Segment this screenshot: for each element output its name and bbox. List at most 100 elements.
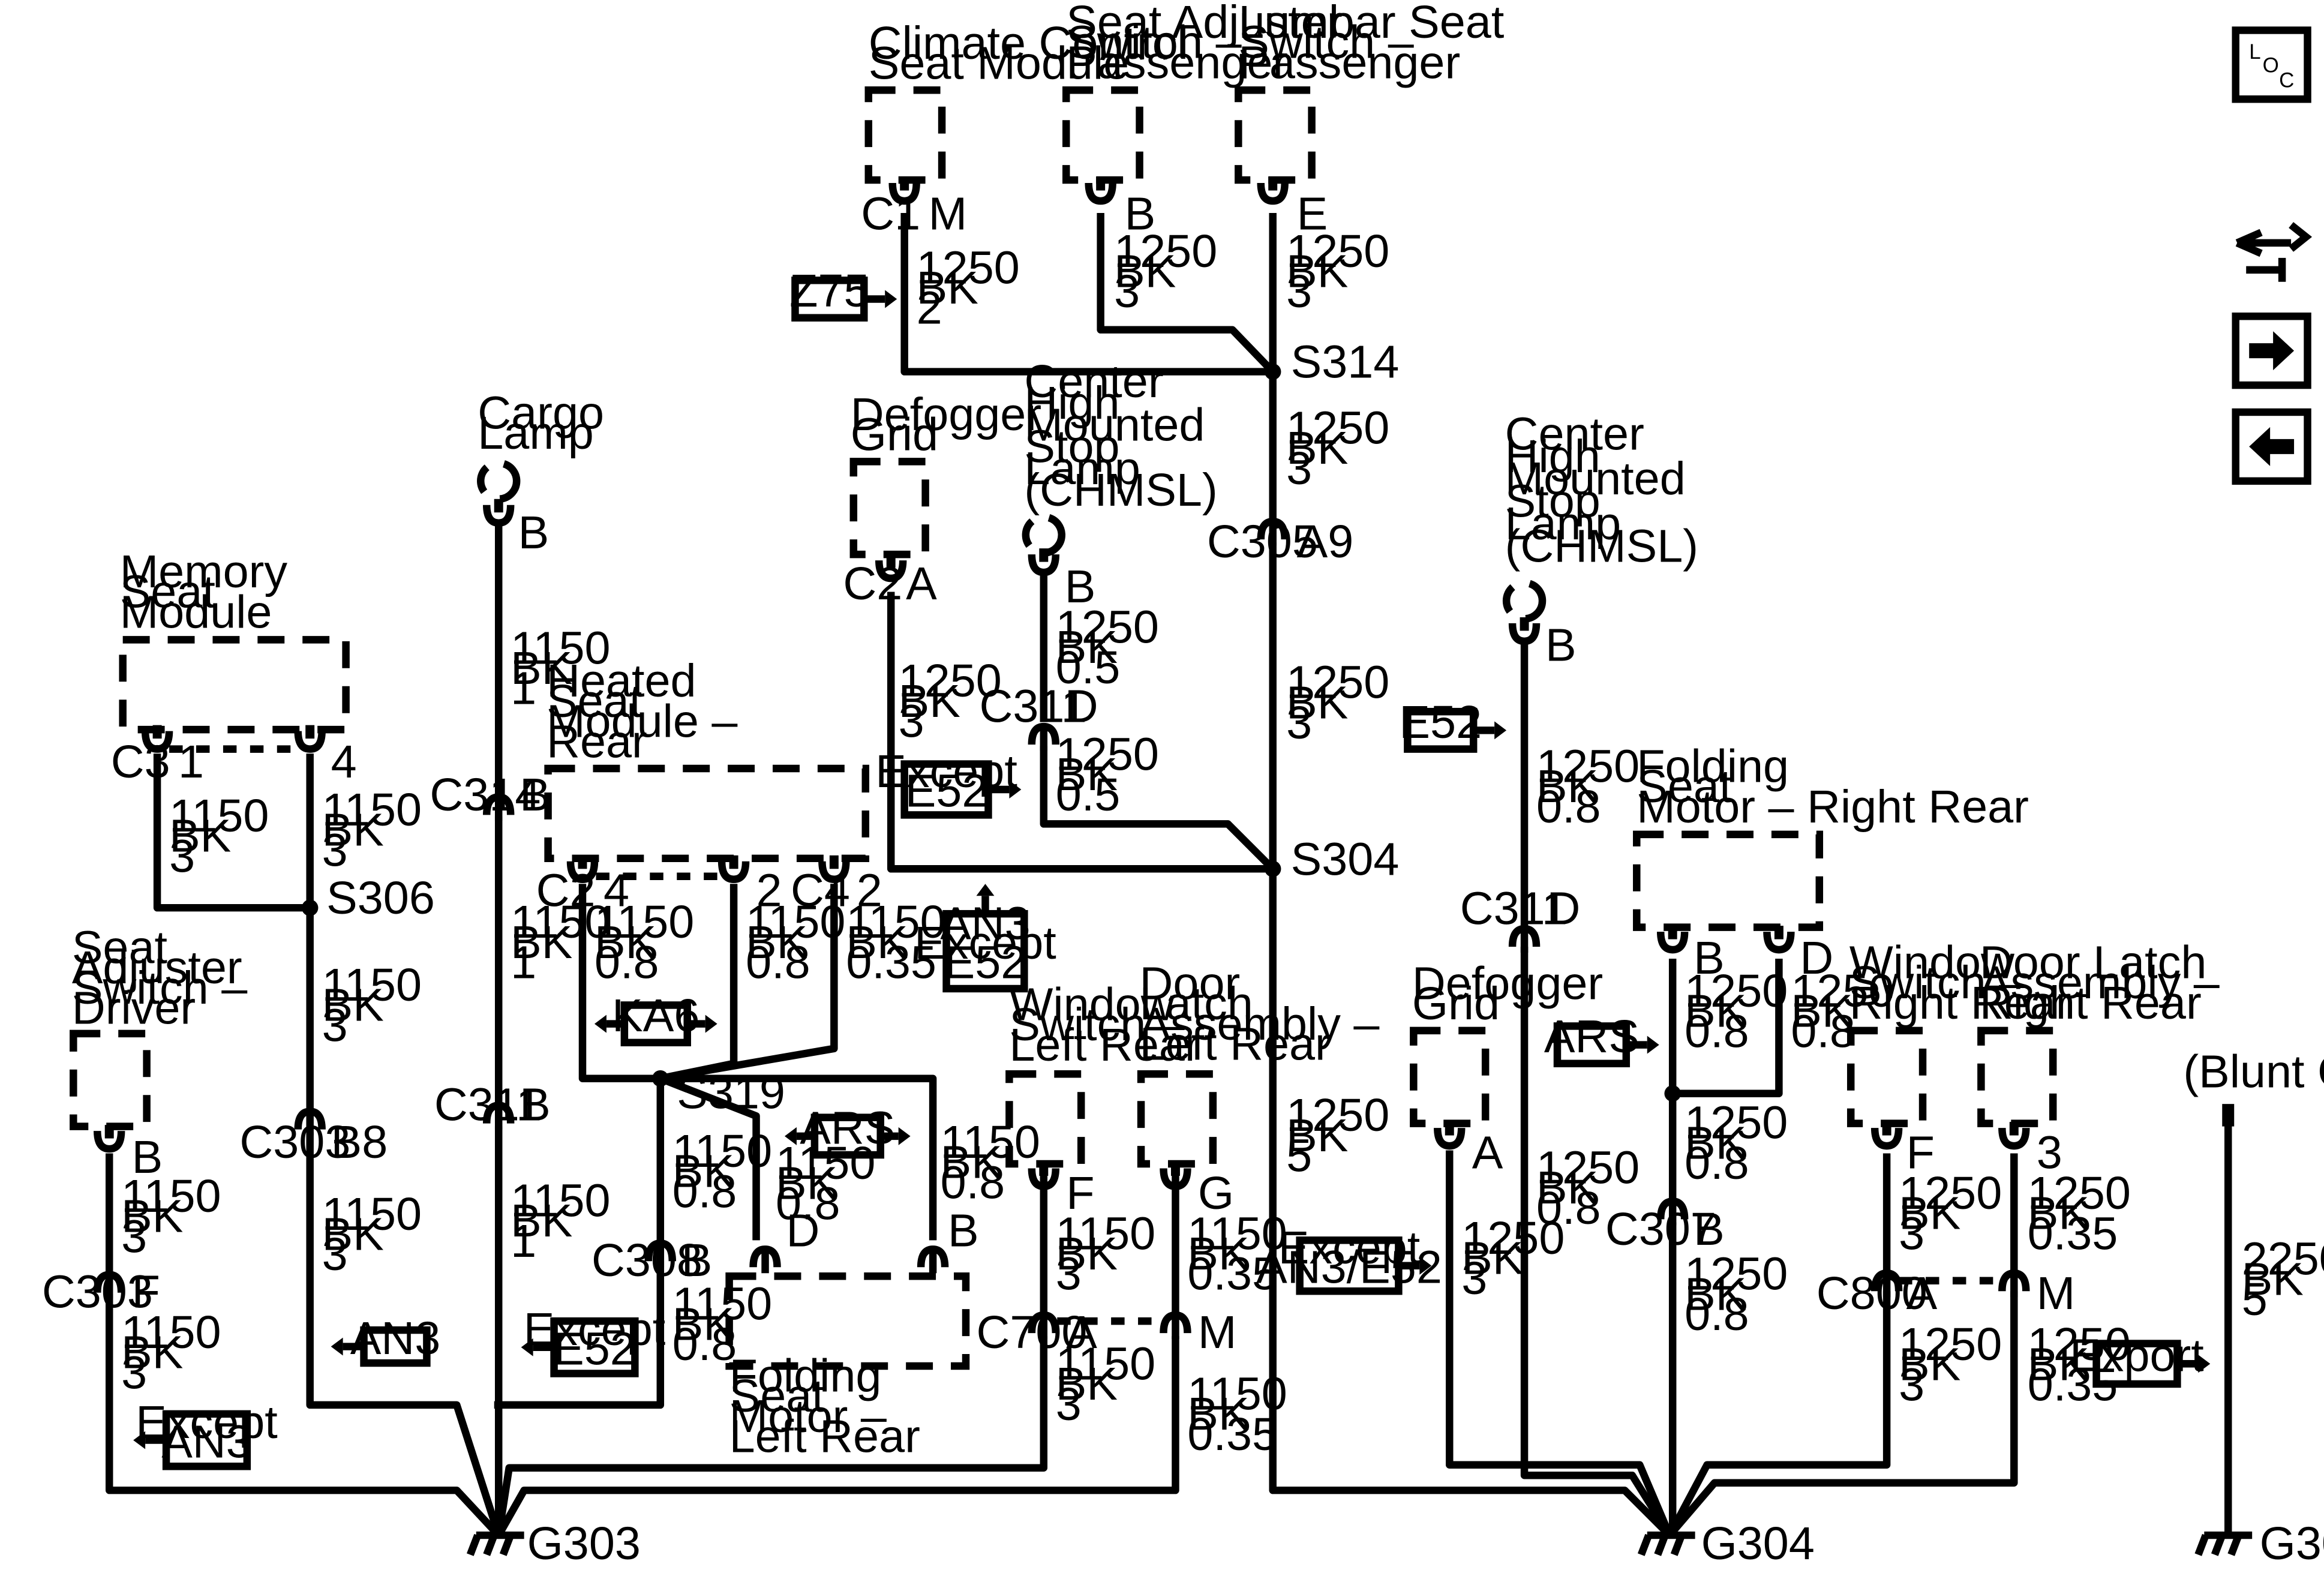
ground-g303-icon[interactable] [466, 1531, 524, 1556]
wire-label-w33-line: 0.8 [1685, 1005, 1749, 1057]
window-switch-rr-box[interactable] [1846, 1026, 1927, 1127]
wire-label-w21-line: 1150 [941, 1116, 1040, 1168]
lumbar-seat-passenger-box[interactable] [1235, 86, 1316, 184]
folding-seat-motor-lr-box[interactable] [725, 1272, 970, 1370]
wire-label-w32-line: BK [1536, 1162, 1598, 1214]
option-export-tag[interactable]: Export [2070, 1330, 2211, 1388]
component-view-icon[interactable] [2235, 222, 2313, 282]
wire-label-w27-line: 0.35 [1187, 1248, 1278, 1300]
pin-label-34: F [1906, 1127, 1935, 1179]
wire-label-w1-line: BK [917, 262, 978, 314]
chmsl-left-label-line: (CHMSL) [1024, 464, 1217, 516]
memory-seat-module-label-line: Memory [120, 546, 288, 598]
seat-adjuster-passenger-box[interactable] [1062, 86, 1143, 184]
wire-defogger-l [887, 592, 1273, 873]
memory-seat-module-box[interactable] [119, 636, 350, 734]
female-connector-19 [1998, 1122, 2030, 1150]
defogger-grid-left-box[interactable] [849, 458, 929, 559]
option-ars-right-tag[interactable]: ARS [1544, 1011, 1659, 1068]
wire-label-w32-line: 1250 [1536, 1142, 1640, 1193]
pin-label-21: D [786, 1205, 819, 1256]
wire-label-w18-line: 1 [511, 1215, 536, 1267]
folding-seat-motor-rr-box[interactable] [1633, 830, 1824, 931]
heated-seat-module-box[interactable] [544, 764, 870, 863]
wire-label-w41-line: 0.35 [2028, 1359, 2118, 1410]
ground-g304-icon[interactable] [1637, 1531, 1695, 1556]
wire-label-w15-line: BK [594, 917, 656, 968]
inline-connector-4 [294, 1107, 326, 1136]
wire-label-w26-line: 1150 [1056, 1208, 1155, 1259]
wire-label-w22-line: BK [672, 1298, 734, 1350]
loc-button[interactable]: L O C [2232, 26, 2311, 103]
chmsl-right-label-line: High [1505, 431, 1601, 482]
splice-label-3: S319 [677, 1067, 785, 1119]
window-switch-lr-label-line: Window [1009, 978, 1175, 1030]
chmsl-left-lamp-icon[interactable] [1022, 513, 1065, 557]
option-ka6-tag[interactable]: KA6 [594, 990, 717, 1047]
chmsl-right-lamp-icon[interactable] [1502, 579, 1547, 623]
wire-label-w19-line: 0.8 [672, 1166, 737, 1217]
splice-right-rear[interactable] [1664, 1085, 1681, 1102]
wire-label-w30-line: 1250 [1286, 1089, 1389, 1141]
splice-s306[interactable] [301, 899, 319, 916]
door-latch-rr-box[interactable] [1977, 1026, 2057, 1127]
chmsl-right-label-line: Center [1505, 408, 1644, 460]
wire-label-w13-line: BK [322, 980, 384, 1031]
ground-label-2: G305 [2260, 1518, 2324, 1569]
wire-label-w23-line: BK [121, 1191, 183, 1242]
connector-label-2: C311 [979, 681, 1086, 733]
option-ars-left-tag[interactable]: ARS [784, 1102, 911, 1159]
wire-label-w37-line: BK [1461, 1232, 1523, 1284]
climate-seat-module-box[interactable] [864, 86, 946, 184]
option-e52-tag[interactable]: E52 [1399, 697, 1507, 753]
cargo-lamp-icon[interactable] [477, 459, 521, 503]
inline-connector-3 [483, 1101, 515, 1130]
folding-seat-motor-lr-label-line: Left Rear [729, 1411, 920, 1463]
chmsl-left-label-line: Lamp [1024, 443, 1140, 494]
defogger-grid-right-box[interactable] [1410, 1026, 1490, 1127]
door-latch-rr-label-line: Door Latch [1980, 937, 2207, 989]
splice-s314[interactable] [1264, 363, 1281, 380]
pin-label-30: B [1694, 932, 1725, 984]
next-page-button[interactable] [2232, 312, 2311, 389]
wire-label-w21-line: BK [941, 1137, 1002, 1188]
wire-label-w7-line: 0.5 [1056, 769, 1121, 821]
folding-seat-motor-lr-label-line: Motor – [729, 1391, 887, 1442]
pin-label-32: B [1694, 1203, 1725, 1255]
wire-label-w3-line: BK [1286, 246, 1348, 298]
wire-label-w4-line: 3 [1286, 443, 1312, 494]
wire-label-w4-line: 1250 [1286, 402, 1389, 454]
connector-label-5: C303 [239, 1116, 350, 1168]
splice-s304[interactable] [1264, 860, 1281, 878]
door-latch-lr-box[interactable] [1137, 1070, 1217, 1168]
wire-label-w12-line: BK [322, 804, 384, 856]
blunt-cut-marker [2222, 1104, 2235, 1127]
wire-label-w11-line: 1150 [169, 790, 269, 842]
seat-adjuster-driver-label-line: Seat [72, 922, 167, 974]
wire-label-w28-line: 1150 [1056, 1338, 1155, 1389]
wire-heated-c4-2 [659, 884, 838, 1082]
seat-adjuster-driver-box[interactable] [70, 1029, 151, 1130]
option-z75-tag[interactable]: Z75 [789, 265, 897, 322]
chmsl-right-label-line: (CHMSL) [1505, 521, 1698, 572]
splice-s319[interactable] [652, 1070, 669, 1087]
ground-g305-icon[interactable] [2194, 1531, 2253, 1556]
previous-page-button[interactable] [2232, 408, 2311, 485]
cargo-lamp-label-line: Cargo [478, 387, 604, 439]
option-an3-tag[interactable]: AN3 [331, 1313, 441, 1367]
pin-label-22: B [948, 1205, 979, 1256]
connector-label-1: A9 [1297, 516, 1354, 568]
wire-label-w27-line: BK [1187, 1228, 1249, 1280]
